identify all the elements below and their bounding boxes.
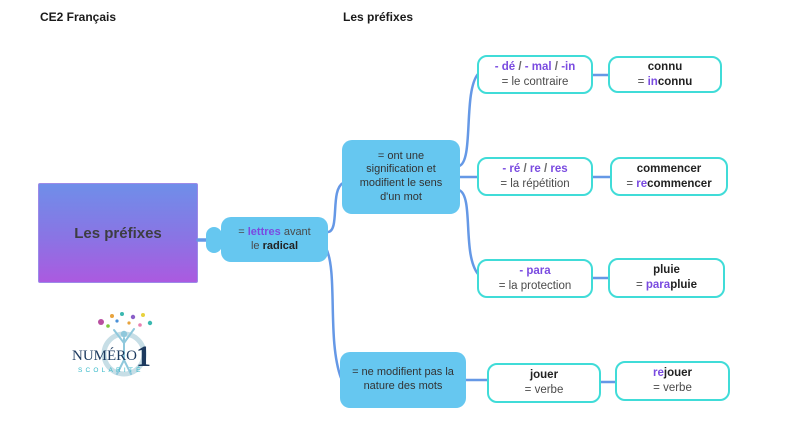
node-root-les-prefixes[interactable]: Les préfixes [38, 183, 198, 283]
numero1-scolarite-logo: NUMÉRO 1 SCOLARITÉ [72, 312, 153, 377]
node-definition[interactable]: = lettres avant le radical [221, 217, 328, 262]
node-example-inconnu[interactable]: connu = inconnu [608, 56, 722, 93]
link-meaning-protection [457, 188, 480, 276]
example-stem: connu [657, 75, 693, 88]
example-base-word: jouer [529, 369, 559, 382]
example-result-word: = inconnu [638, 75, 693, 90]
node-example-recommencer[interactable]: commencer = recommencer [610, 157, 728, 196]
prefix-res: res [550, 162, 568, 175]
equals-sign: = [238, 225, 248, 238]
logo-subword: SCOLARITÉ [78, 365, 144, 374]
definition-line1: = lettres avant [238, 226, 310, 240]
definition-highlight: lettres [247, 225, 281, 238]
prefix-in: -in [561, 60, 576, 73]
definition-rest: avant [280, 225, 311, 238]
example-base-word: connu [647, 60, 683, 73]
separator: / [551, 60, 562, 73]
node-example-rejouer[interactable]: rejouer = verbe [615, 361, 730, 401]
link-definition-nature [324, 246, 343, 380]
example-stem: jouer [663, 367, 692, 380]
example-base-word: pluie [653, 264, 680, 277]
prefix-re: re [529, 162, 541, 175]
equals-sign: = [626, 177, 637, 190]
example-result-word: rejouer [653, 366, 692, 381]
example-prefix: in [647, 75, 658, 88]
node-prefix-protection[interactable]: - para = la protection [477, 259, 593, 298]
page-title-course: CE2 Français [40, 10, 117, 24]
branch-handle[interactable] [206, 227, 222, 253]
node-branch-nature[interactable]: = ne modifient pas la nature des mots [340, 352, 466, 408]
page-title-topic: Les préfixes [343, 10, 414, 24]
link-meaning-contraire [457, 72, 480, 168]
root-label: Les préfixes [74, 224, 162, 242]
example-stem: commencer [647, 177, 712, 190]
node-example-jouer[interactable]: jouer = verbe [487, 363, 601, 403]
example-prefix: para [645, 279, 671, 291]
definition-le: le [250, 239, 263, 252]
example-result-word: = recommencer [626, 177, 711, 192]
separator: / [520, 162, 530, 175]
logo-word: NUMÉRO [72, 347, 137, 364]
node-branch-meaning[interactable]: = ont une signification et modifient le … [342, 140, 460, 214]
prefix-protection-meaning: = la protection [498, 279, 572, 292]
definition-line2: le radical [251, 240, 298, 254]
separator: / [540, 162, 551, 175]
branch-meaning-text: = ont une signification et modifient le … [359, 149, 443, 203]
logo-number: 1 [136, 340, 151, 373]
definition-radical: radical [262, 239, 299, 252]
node-prefix-contraire[interactable]: - dé / - mal / -in = le contraire [477, 55, 593, 94]
prefix-repetition-list: - ré / re / res [502, 162, 567, 177]
example-base-word: commencer [636, 162, 702, 175]
example-word-class: = verbe [653, 382, 692, 394]
prefix-contraire-meaning: = le contraire [501, 75, 569, 88]
node-prefix-repetition[interactable]: - ré / re / res = la répétition [477, 157, 593, 196]
branch-nature-text: = ne modifient pas la nature des mots [352, 366, 454, 392]
node-example-parapluie[interactable]: pluie = parapluie [608, 258, 725, 298]
example-result-word: = parapluie [636, 278, 697, 293]
prefix-para: - para [519, 264, 551, 277]
separator: / [515, 60, 525, 73]
prefix-re-accent: - ré [502, 162, 521, 175]
prefix-mal: - mal [524, 60, 552, 73]
example-prefix: re [653, 367, 664, 380]
example-stem: pluie [670, 279, 698, 291]
logo-confetti [98, 312, 153, 328]
logo-stick-figure [113, 328, 135, 375]
prefix-contraire-list: - dé / - mal / -in [495, 60, 576, 75]
link-definition-meaning [326, 181, 345, 234]
prefix-de: - dé [494, 60, 516, 73]
equals-sign: = [637, 75, 648, 88]
example-prefix: re [636, 177, 648, 190]
equals-sign: = [635, 279, 646, 291]
prefix-repetition-meaning: = la répétition [500, 177, 570, 190]
example-word-class: = verbe [524, 384, 564, 396]
